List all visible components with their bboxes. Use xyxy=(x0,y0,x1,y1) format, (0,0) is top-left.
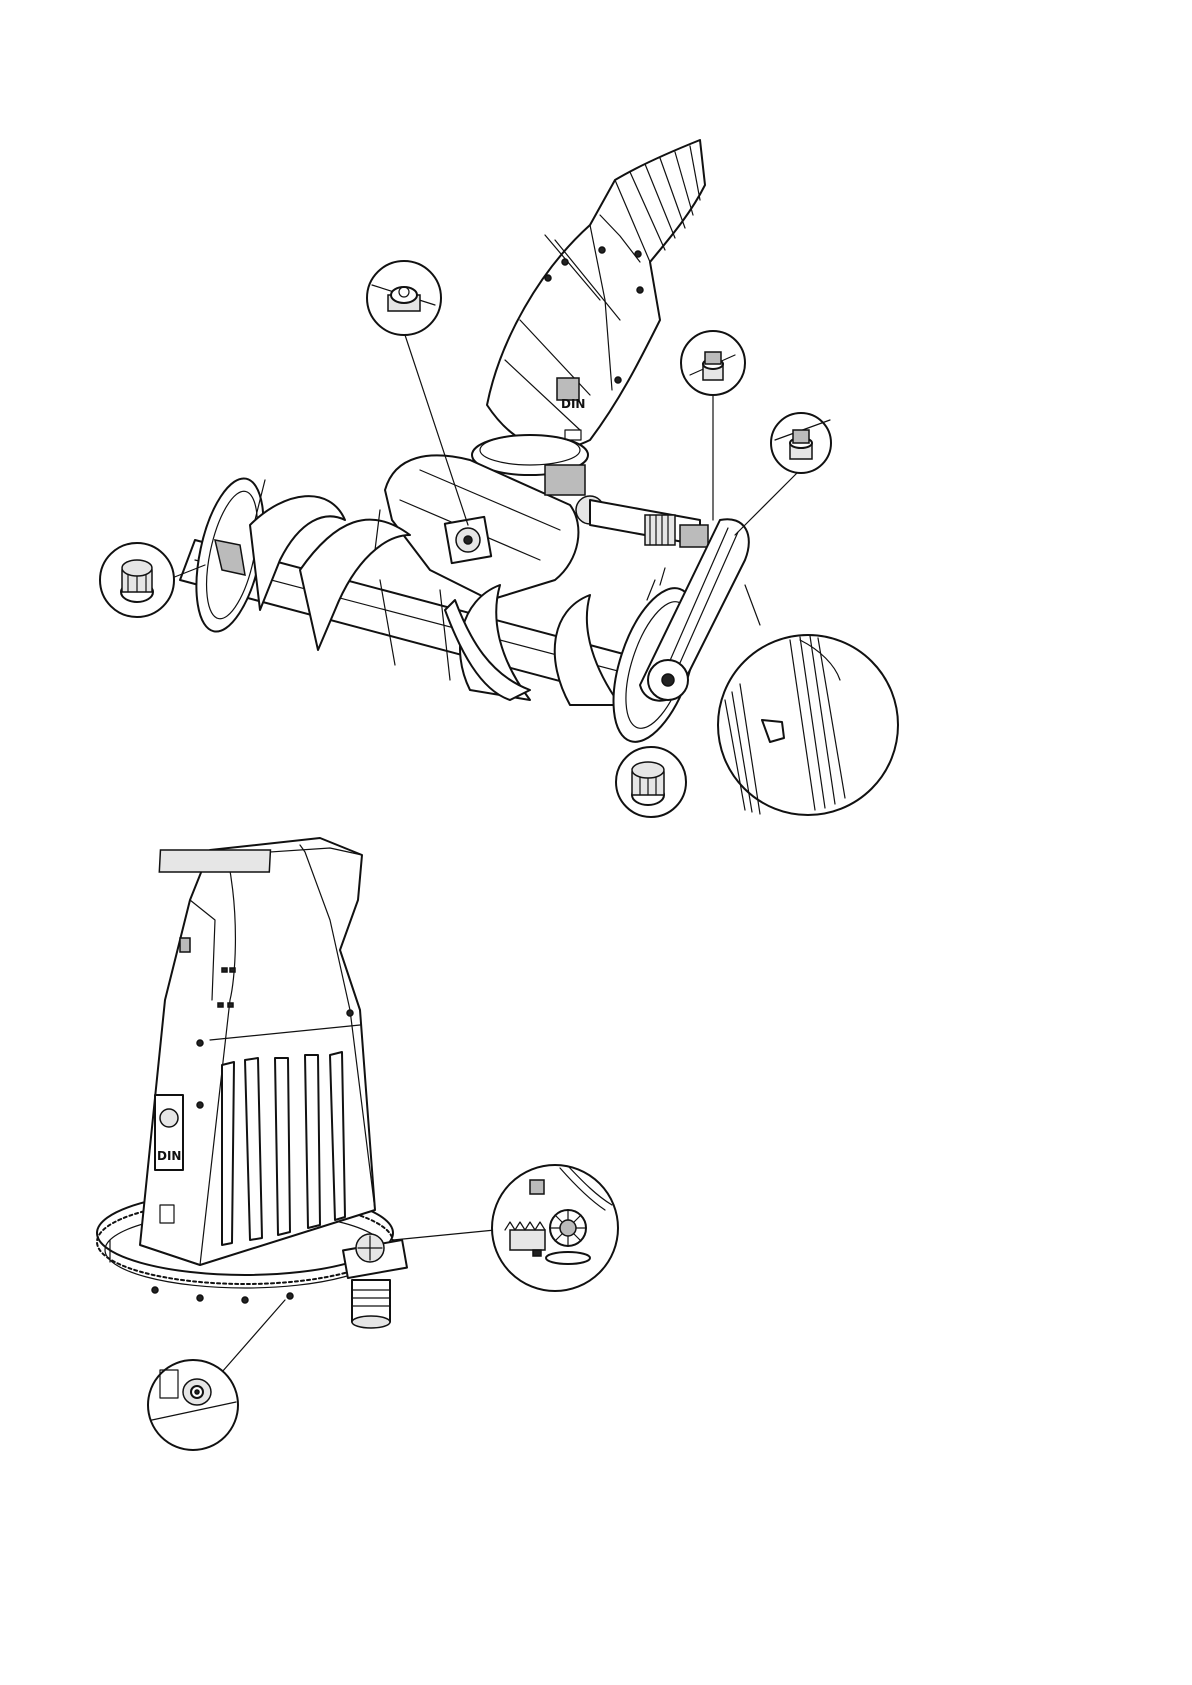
chute-logo-text: DIN xyxy=(561,397,585,411)
bottom-assembly-view: DIN xyxy=(97,838,618,1450)
callout-nut-detail-1 xyxy=(367,261,441,335)
callout-nut-detail-2 xyxy=(681,331,745,395)
callout-nut-detail-5 xyxy=(616,747,686,817)
drive-shaft xyxy=(590,500,708,547)
chute-body: DIN xyxy=(140,838,375,1265)
callout-nut-detail-4 xyxy=(100,543,174,617)
discharge-chute: DIN xyxy=(472,140,705,475)
gear-motor xyxy=(343,1234,407,1328)
callout-nut-detail-3 xyxy=(771,413,831,473)
body-logo-text: DIN xyxy=(157,1149,181,1163)
callout-belt-detail xyxy=(718,635,898,815)
callout-gear-detail xyxy=(492,1165,618,1291)
top-assembly-view: DIN xyxy=(100,140,898,817)
callout-nut-detail-6 xyxy=(148,1360,238,1450)
gearbox xyxy=(545,465,585,495)
auger-housing xyxy=(385,455,604,600)
